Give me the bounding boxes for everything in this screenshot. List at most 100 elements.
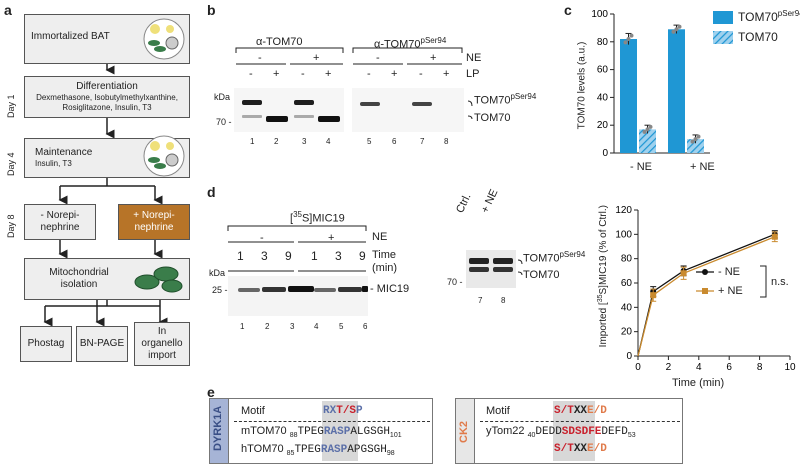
d-xtick-label: 6 (726, 362, 732, 373)
dyrk1a-box: DYRK1A Motif RXT/SP mTOM70 88TPEGRASPALG… (209, 398, 433, 464)
d-time-4: 1 (311, 249, 318, 263)
adipocyte-icon-2 (143, 135, 185, 177)
mito-label: Mitochondrial isolation (49, 267, 109, 290)
b-lane-2: 2 (274, 137, 279, 146)
d-ytick-label: 100 (615, 229, 632, 240)
bat-label: Immortalized BAT (31, 31, 110, 42)
d-legend-marker (702, 288, 708, 294)
d-band-mic19: - MIC19 (370, 283, 410, 295)
differentiation-title: Differentiation (76, 81, 138, 92)
d-side-lane-8: 8 (501, 296, 506, 305)
d-side-band-1: TOM70pSer94 (523, 250, 586, 265)
d-lane-4: 4 (314, 322, 319, 331)
b-lp-4: + (325, 68, 332, 80)
d-chart-xlabel: Time (min) (672, 377, 725, 389)
b-lp-8: + (443, 68, 450, 80)
c-point (693, 137, 698, 142)
adipocyte-icon (143, 18, 185, 60)
d-xtick-label: 8 (757, 362, 763, 373)
b-lp-3: - (301, 68, 305, 80)
b-band-tom70: TOM70 (474, 112, 511, 124)
c-bar (668, 29, 685, 153)
c-cat-1: - NE (630, 161, 652, 173)
b-lp-2: + (273, 68, 280, 80)
d-side-lane-7: 7 (478, 296, 483, 305)
panel-d-label: d (207, 184, 216, 200)
plus-ne-box: + Norepi-nephrine (118, 204, 190, 240)
d-ytick-label: 80 (621, 254, 633, 265)
c-legend-swatch-2 (713, 31, 733, 44)
d-ne-2: + (328, 232, 335, 244)
d-legend-1: - NE (718, 266, 740, 278)
b-lp-7: - (419, 68, 423, 80)
c-point (648, 124, 653, 129)
ck2-motif-label: Motif (486, 405, 510, 417)
d-point (680, 270, 687, 277)
d-side-band-2: TOM70 (523, 269, 560, 281)
b-lane-1: 1 (250, 137, 255, 146)
minus-ne-label: - Norepi-nephrine (40, 210, 80, 233)
bnpage-label: BN-PAGE (79, 338, 125, 349)
b-lane-6: 6 (392, 137, 397, 146)
c-ytick-label: 60 (597, 65, 609, 76)
d-lane-2: 2 (265, 322, 270, 331)
plus-ne-label: + Norepi-nephrine (133, 210, 175, 233)
c-ytick-label: 40 (597, 92, 609, 103)
b-lp-5: - (367, 68, 371, 80)
d-ne-label: NE (372, 231, 388, 243)
d-xtick-label: 10 (784, 362, 796, 373)
dyrk1a-motif-label: Motif (241, 405, 265, 417)
d-ctrl-label: Ctrl. (454, 191, 474, 215)
panel-e-label: e (207, 384, 215, 400)
d-lane-1: 1 (240, 322, 245, 331)
dyrk1a-row2: hTOM70 85TPEGRASPAPGSGH98 (241, 443, 395, 458)
blot-b-frame (234, 47, 473, 132)
c-ytick-label: 20 (597, 120, 609, 131)
d-xtick-label: 0 (635, 362, 641, 373)
b-lane-7: 7 (420, 137, 425, 146)
d-point (650, 292, 657, 299)
ck2-box: CK2 Motif S/TXXE/D yTom22 40DEDDSDSDFEDE… (455, 398, 683, 464)
b-band-ptom70: TOM70pSer94 (474, 92, 537, 107)
d-xtick-label: 4 (696, 362, 702, 373)
c-point (623, 40, 628, 45)
c-legend-1: TOM70pSer94 (738, 9, 800, 24)
ck2-row1: yTom22 40DEDDSDSDFEDEFD53 (486, 425, 636, 440)
d-series-line (637, 236, 776, 357)
d-time-2: 3 (261, 249, 268, 263)
ck2-side: CK2 (456, 399, 475, 463)
c-bar (620, 39, 637, 153)
d-time-5: 3 (335, 249, 342, 263)
b-lp-label: LP (466, 68, 480, 80)
c-cat-2: + NE (690, 161, 715, 173)
antibody1-label: α-TOM70 (256, 36, 303, 48)
c-point (671, 29, 676, 34)
b-lane-4: 4 (326, 137, 331, 146)
d-ns-bracket (760, 265, 767, 298)
dyrk1a-motif: RXT/SP (323, 405, 363, 417)
mitochondria-icon (134, 266, 183, 293)
c-ytick-label: 80 (597, 37, 609, 48)
d-lane-6: 6 (363, 322, 368, 331)
c-legend-swatch-1 (713, 11, 733, 24)
d-series-line (637, 233, 776, 357)
d-time-1: 1 (237, 249, 244, 263)
differentiation-detail: Dexmethasone, Isobutylmethylxanthine, Ro… (36, 93, 178, 112)
dyrk1a-side-label: DYRK1A (212, 405, 224, 451)
d-legend-marker (702, 269, 708, 275)
b-ne-3: - (376, 52, 380, 64)
d-lane-3: 3 (290, 322, 295, 331)
dyrk1a-hl (322, 401, 358, 461)
c-point (642, 129, 647, 134)
differentiation-box: Differentiation Dexmethasone, Isobutylme… (24, 76, 190, 118)
d-title: [35S]MIC19 (290, 210, 345, 225)
c-point (690, 139, 695, 144)
b-ne-1: - (258, 52, 262, 64)
d-chart-ylabel: Imported [35S]MIC19 (% of Ctrl.) (596, 205, 610, 348)
import-box: In organello import (134, 322, 190, 366)
dyrk1a-side: DYRK1A (210, 399, 229, 463)
side-blot (466, 250, 523, 288)
c-point (677, 24, 682, 29)
c-legend-2: TOM70 (738, 30, 778, 44)
c-ytick-label: 100 (591, 9, 608, 20)
